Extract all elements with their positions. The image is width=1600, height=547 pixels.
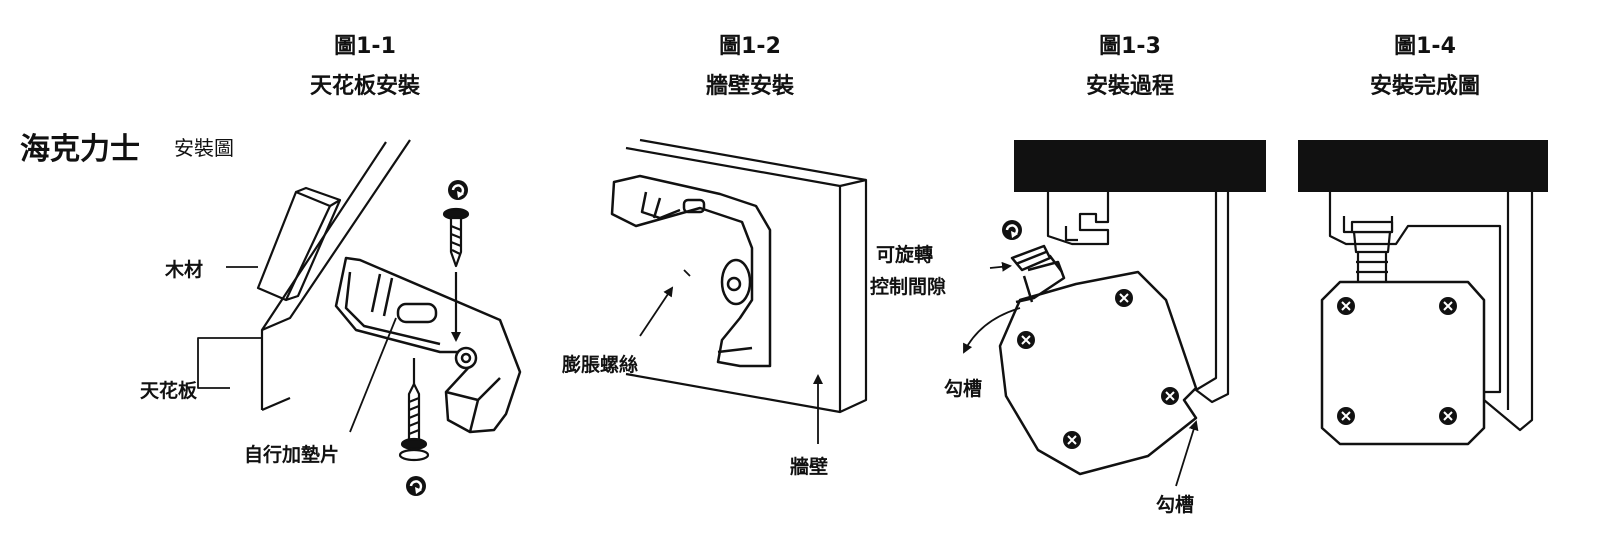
spacer-leader: [349, 317, 397, 433]
figure-2-title: 牆壁安裝: [705, 74, 794, 99]
motor-body: [998, 244, 1198, 476]
x-screw-icon: [1017, 331, 1035, 349]
mounting-bracket: [1046, 192, 1230, 404]
rotate-arrow-icon: [448, 180, 468, 200]
spacer-label: 自行加墊片: [244, 444, 340, 466]
x-screw-icon: [1439, 297, 1457, 315]
screw-icon: [442, 207, 470, 342]
rotate-arrow-icon: [406, 476, 426, 496]
x-screw-icon: [1337, 297, 1355, 315]
bracket-icon: [334, 256, 522, 434]
figure-1-title: 天花板安裝: [309, 74, 420, 99]
ceiling-label: 天花板: [140, 380, 198, 402]
motor-coupling: [1350, 220, 1394, 286]
figure-4-number: 圖1-4: [1394, 34, 1456, 59]
brand-name: 海克力士: [20, 132, 140, 167]
brand-subtitle: 安裝圖: [174, 136, 234, 160]
figure-2-illustration: [610, 138, 868, 444]
rotate-label: 可旋轉: [876, 244, 934, 266]
x-screw-icon: [1439, 407, 1457, 425]
ceiling-slab: [1014, 140, 1266, 192]
rotate-leader: [989, 261, 1012, 272]
ceiling-board: [260, 139, 411, 412]
wood-label: 木材: [165, 259, 204, 281]
bracket-icon: [610, 174, 772, 368]
figure-3-number: 圖1-3: [1099, 34, 1161, 59]
figure-4-title: 安裝完成圖: [1369, 74, 1480, 99]
figure-3-illustration: [963, 140, 1266, 487]
x-screw-icon: [1063, 431, 1081, 449]
screw-icon: [398, 358, 430, 462]
hook-slot-label-bottom: 勾槽: [1156, 494, 1195, 516]
figure-1-number: 圖1-1: [334, 34, 396, 59]
x-screw-icon: [1115, 289, 1133, 307]
hook-slot-leader-left: [963, 307, 1021, 354]
ceiling-slab: [1298, 140, 1548, 192]
hook-slot-leader-bottom: [1175, 420, 1199, 487]
motor-body: [1320, 280, 1486, 446]
x-screw-icon: [1337, 407, 1355, 425]
wood-block: [256, 186, 342, 302]
figure-4-illustration: [1298, 140, 1548, 446]
rotate-arrow-icon: [1002, 220, 1022, 240]
wall-panel: [625, 138, 868, 414]
expansion-screw-label: 膨脹螺絲: [562, 354, 639, 376]
figure-3-title: 安裝過程: [1085, 74, 1174, 99]
ceiling-leader: [197, 337, 262, 389]
figure-1-illustration: [197, 139, 522, 462]
expansion-screw-leader: [639, 286, 674, 337]
gap-control-label: 控制間隙: [870, 276, 947, 298]
hook-slot-label-left: 勾槽: [944, 378, 983, 400]
figure-2-number: 圖1-2: [719, 34, 781, 59]
x-screw-icon: [1161, 387, 1179, 405]
wall-label: 牆壁: [790, 456, 829, 478]
